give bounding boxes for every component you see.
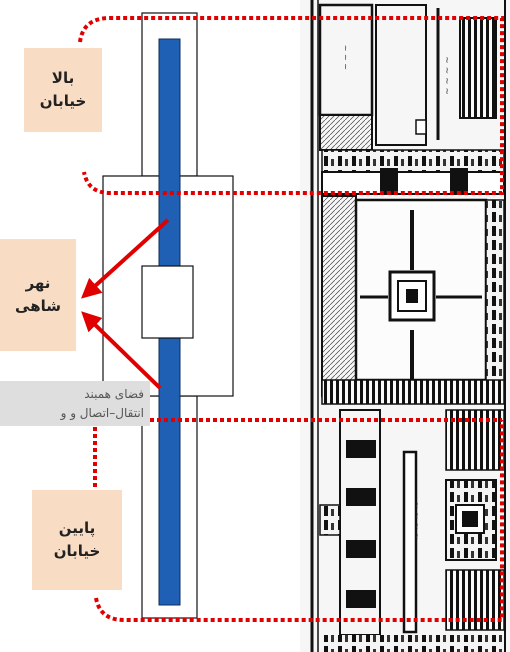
lower-street-label-line-2: خیابان — [53, 542, 101, 560]
domed-space-note-line-2: انتقال–اتصال و و — [60, 406, 144, 421]
svg-text:~ ~ ~ ~: ~ ~ ~ ~ — [413, 501, 423, 540]
stream-arrow-upper — [81, 218, 170, 299]
historical-plan-map: ~ ~ ~ ~ ~ ~ ~ ~ ~ ~ ~ — [300, 0, 510, 652]
domed-space-note-line-1: فضای همبند — [84, 387, 144, 401]
upper-street-label-line-1: بالا — [51, 68, 75, 87]
svg-text:~ ~ ~: ~ ~ ~ — [341, 45, 350, 70]
lower-street-label-line-1: پایین — [58, 518, 96, 537]
royal-stream-label-line-2: شاهی — [15, 297, 61, 315]
domed-space-note: فضای همبند انتقال–اتصال و و — [0, 381, 150, 426]
upper-zone-outline — [78, 16, 504, 195]
royal-stream-label: نهر شاهی — [0, 239, 76, 351]
central-pavilion — [141, 265, 194, 339]
lower-zone-outline — [94, 420, 504, 622]
schematic — [102, 12, 234, 619]
stream-arrow-lower — [81, 311, 162, 390]
royal-stream-label-line-1: نهر — [25, 273, 51, 292]
lower-street-label: پایین خیابان — [32, 490, 122, 590]
upper-street-label-line-2: خیابان — [39, 92, 87, 110]
upper-street-label: بالا خیابان — [24, 48, 102, 132]
svg-text:~ ~ ~ ~: ~ ~ ~ ~ — [443, 56, 453, 95]
